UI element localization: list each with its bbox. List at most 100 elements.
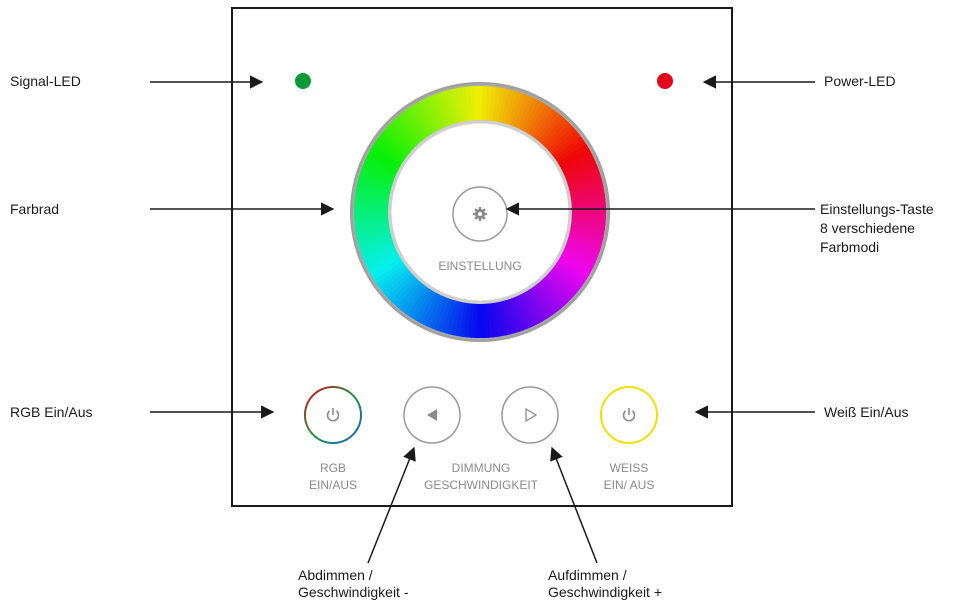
color-wheel-segment[interactable] — [388, 120, 417, 149]
callout-color-wheel: Farbrad — [10, 201, 60, 217]
color-wheel-segment[interactable] — [408, 104, 433, 137]
color-wheel-segment[interactable] — [533, 283, 559, 315]
white-label-2: EIN/ AUS — [603, 478, 655, 492]
color-wheel-segment[interactable] — [404, 106, 430, 139]
color-wheel-segment[interactable] — [543, 120, 572, 149]
color-wheel-segment[interactable] — [549, 267, 581, 294]
callout-rgb-onoff: RGB Ein/Aus — [10, 404, 93, 420]
dim-label-2: GESCHWINDIGKEIT — [423, 478, 538, 492]
color-wheel-segment[interactable] — [535, 281, 562, 313]
color-wheel-segment[interactable] — [545, 272, 575, 301]
color-wheel-segment[interactable] — [551, 133, 583, 159]
color-wheel-segment[interactable] — [370, 257, 403, 280]
callout-white-onoff: Weiß Ein/Aus — [824, 404, 909, 420]
color-wheel-segment[interactable] — [379, 130, 411, 157]
color-wheel-segment[interactable] — [372, 259, 405, 284]
color-wheel-segment[interactable] — [366, 251, 400, 273]
color-wheel-segment[interactable] — [385, 272, 415, 301]
color-wheel-segment[interactable] — [513, 295, 533, 330]
color-wheel-segment[interactable] — [551, 265, 583, 291]
color-wheel-segment[interactable] — [553, 262, 586, 288]
color-wheel-segment[interactable] — [427, 94, 447, 129]
color-wheel-segment[interactable] — [412, 102, 435, 135]
color-wheel-segment[interactable] — [557, 144, 590, 167]
callout-dim-down-1: Abdimmen / — [298, 567, 373, 583]
color-wheel[interactable] — [354, 86, 607, 339]
rgb-label-2: EIN/AUS — [308, 478, 357, 492]
color-wheel-segment[interactable] — [364, 248, 398, 269]
color-wheel-segment[interactable] — [419, 98, 441, 132]
power-icon — [326, 408, 340, 422]
signal-led — [295, 73, 311, 89]
color-wheel-segment[interactable] — [362, 245, 397, 265]
color-wheel-segment[interactable] — [559, 147, 592, 170]
color-wheel-segment[interactable] — [368, 254, 401, 277]
triangle-right-icon — [525, 407, 538, 423]
color-wheel-segment[interactable] — [398, 111, 425, 143]
color-wheel-segment[interactable] — [374, 262, 407, 288]
color-wheel-segment[interactable] — [519, 292, 541, 326]
callout-dim-down-2: Geschwindigkeit - — [298, 584, 409, 600]
color-wheel-segment[interactable] — [562, 155, 596, 176]
color-wheel-segment[interactable] — [538, 114, 566, 145]
color-wheel-segment[interactable] — [555, 140, 588, 165]
color-wheel-segment[interactable] — [377, 133, 409, 159]
triangle-left-icon — [427, 409, 437, 421]
dim-down-arrow — [367, 446, 416, 564]
power-led — [657, 73, 673, 89]
dim-up-button[interactable] — [501, 386, 559, 444]
color-wheel-segment[interactable] — [382, 270, 413, 298]
color-wheel-segment[interactable] — [547, 270, 578, 298]
color-wheel-segment[interactable] — [379, 267, 411, 294]
color-wheel-segment[interactable] — [555, 259, 588, 284]
color-wheel-segment[interactable] — [522, 291, 545, 324]
color-wheel-segment[interactable] — [538, 279, 566, 310]
color-wheel-segment[interactable] — [474, 86, 482, 121]
color-wheel-segment[interactable] — [401, 109, 427, 141]
color-wheel-segment[interactable] — [408, 287, 433, 320]
color-wheel-segment[interactable] — [535, 111, 562, 143]
dim-up-arrow — [550, 446, 598, 564]
color-wheel-segment[interactable] — [530, 285, 556, 318]
dim-label-1: DIMMUNG — [451, 461, 511, 475]
callout-settings-key-1: Einstellungs-Taste — [820, 201, 934, 217]
color-wheel-segment[interactable] — [382, 126, 413, 154]
color-wheel-segment[interactable] — [540, 277, 569, 307]
color-wheel-segment[interactable] — [525, 289, 548, 322]
color-wheel-segment[interactable] — [401, 283, 427, 315]
color-wheel-segment[interactable] — [527, 104, 552, 137]
color-wheel-segment[interactable] — [530, 106, 556, 139]
color-wheel-segment[interactable] — [516, 294, 537, 328]
color-wheel-segment[interactable] — [547, 126, 578, 154]
color-wheel-segment[interactable] — [543, 275, 572, 304]
color-wheel-segment[interactable] — [415, 100, 438, 133]
color-wheel-segment[interactable] — [553, 136, 586, 162]
color-wheel-segment[interactable] — [394, 279, 422, 310]
color-wheel-segment[interactable] — [404, 285, 430, 318]
color-wheel-segment[interactable] — [391, 277, 420, 307]
color-wheel-segment[interactable] — [560, 151, 594, 173]
color-wheel-segment[interactable] — [398, 281, 425, 313]
color-wheel-segment[interactable] — [540, 117, 569, 147]
color-wheel-segment[interactable] — [388, 275, 417, 304]
color-wheel-segment[interactable] — [391, 117, 420, 147]
color-wheel-segment[interactable] — [423, 96, 444, 130]
power-icon — [622, 408, 636, 422]
callout-settings-key-2: 8 verschiedene — [820, 220, 915, 236]
color-wheel-segment[interactable] — [385, 123, 415, 152]
color-wheel-segment[interactable] — [374, 136, 407, 162]
callout-signal-led: Signal-LED — [10, 73, 81, 89]
color-wheel-segment[interactable] — [563, 159, 598, 179]
color-wheel-segment[interactable] — [372, 140, 405, 165]
callout-settings-key-3: Farbmodi — [820, 239, 880, 255]
gear-icon — [473, 207, 487, 221]
color-wheel-segment[interactable] — [377, 265, 409, 291]
color-wheel-segment[interactable] — [527, 287, 552, 320]
callout-dim-up-1: Aufdimmen / — [548, 567, 627, 583]
color-wheel-segment[interactable] — [549, 130, 581, 157]
color-wheel-segment[interactable] — [545, 123, 575, 152]
color-wheel-segment[interactable] — [533, 109, 559, 141]
color-wheel-segment[interactable] — [394, 114, 422, 145]
